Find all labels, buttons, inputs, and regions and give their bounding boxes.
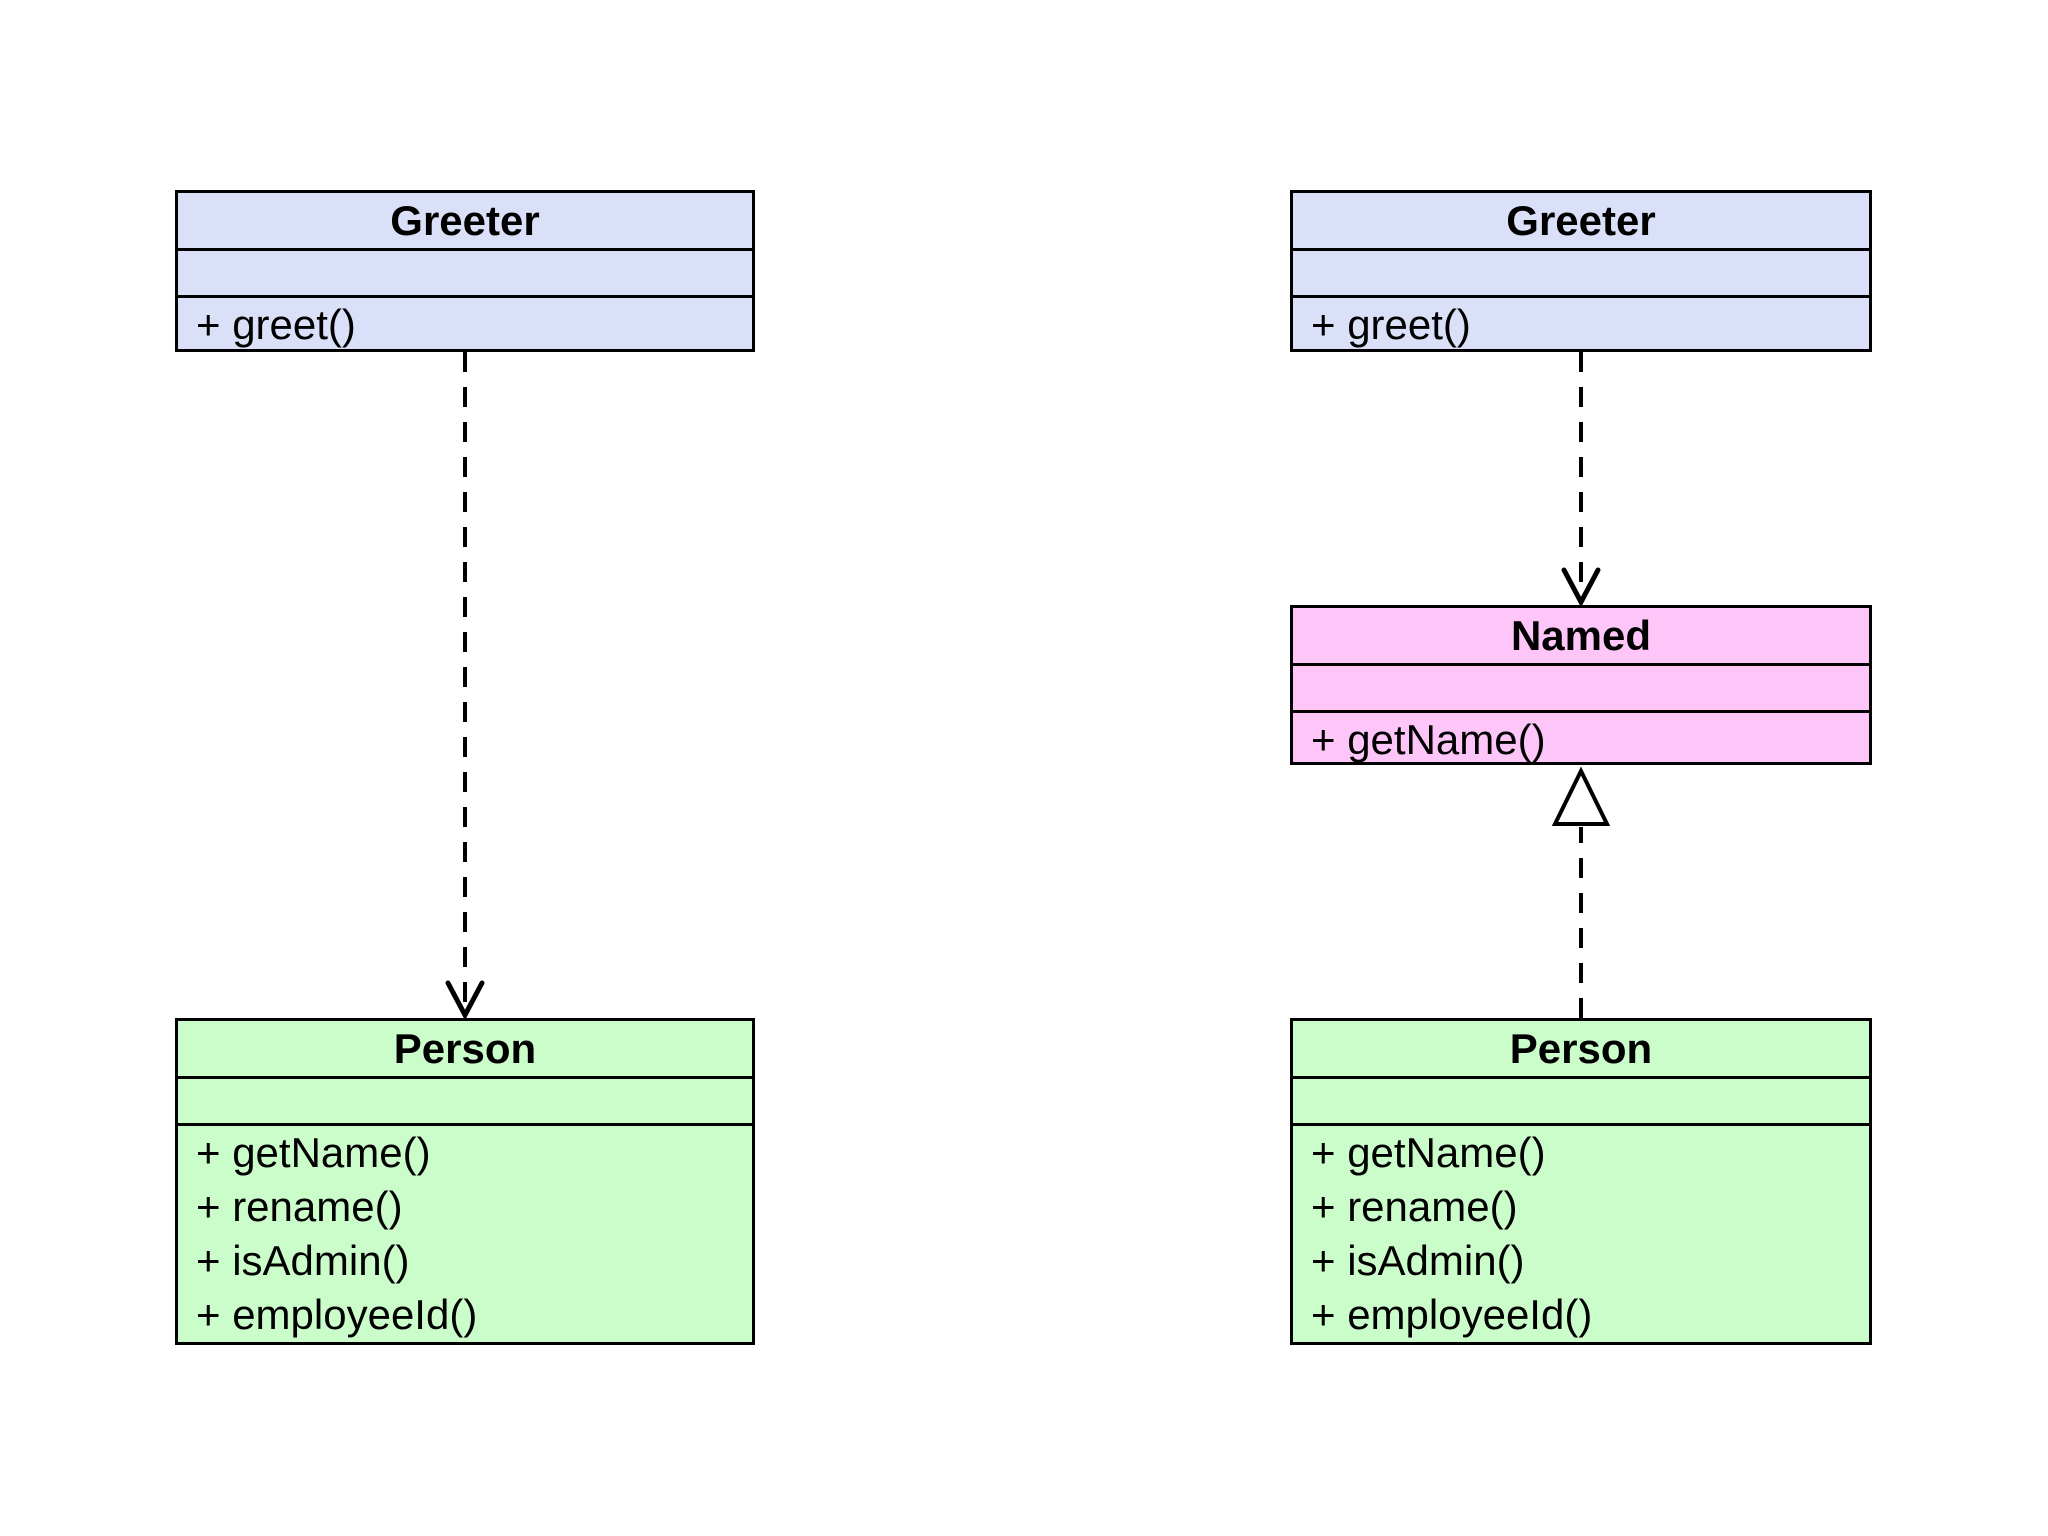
class-title: Person — [178, 1021, 752, 1079]
method-label: + isAdmin() — [1311, 1237, 1525, 1284]
attributes-compartment — [1293, 1079, 1869, 1126]
methods-compartment: + getName() — [1293, 713, 1869, 767]
methods-compartment: + getName() + rename() + isAdmin() + emp… — [1293, 1126, 1869, 1342]
class-box-person-right: Person + getName() + rename() + isAdmin(… — [1290, 1018, 1872, 1345]
class-box-named: Named + getName() — [1290, 605, 1872, 765]
attributes-compartment — [178, 1079, 752, 1126]
class-box-greeter-right: Greeter + greet() — [1290, 190, 1872, 352]
class-box-person-left: Person + getName() + rename() + isAdmin(… — [175, 1018, 755, 1345]
attributes-compartment — [1293, 251, 1869, 298]
class-title: Named — [1293, 608, 1869, 666]
method-label: + isAdmin() — [196, 1237, 410, 1284]
method-label: + employeeId() — [196, 1291, 478, 1338]
class-title: Greeter — [178, 193, 752, 251]
methods-compartment: + greet() — [1293, 298, 1869, 352]
class-box-greeter-left: Greeter + greet() — [175, 190, 755, 352]
attributes-compartment — [178, 251, 752, 298]
method-label: + rename() — [196, 1183, 403, 1230]
method-label: + employeeId() — [1311, 1291, 1593, 1338]
class-title: Greeter — [1293, 193, 1869, 251]
method-label: + greet() — [196, 301, 356, 348]
methods-compartment: + getName() + rename() + isAdmin() + emp… — [178, 1126, 752, 1342]
class-title: Person — [1293, 1021, 1869, 1079]
method-label: + getName() — [196, 1129, 431, 1176]
hollow-triangle-arrowhead-icon — [1551, 766, 1611, 826]
method-label: + greet() — [1311, 301, 1471, 348]
method-label: + getName() — [1311, 716, 1546, 763]
open-arrowhead-icon — [1561, 567, 1601, 608]
method-label: + rename() — [1311, 1183, 1518, 1230]
open-arrowhead-icon — [445, 980, 485, 1021]
methods-compartment: + greet() — [178, 298, 752, 352]
attributes-compartment — [1293, 666, 1869, 713]
method-label: + getName() — [1311, 1129, 1546, 1176]
